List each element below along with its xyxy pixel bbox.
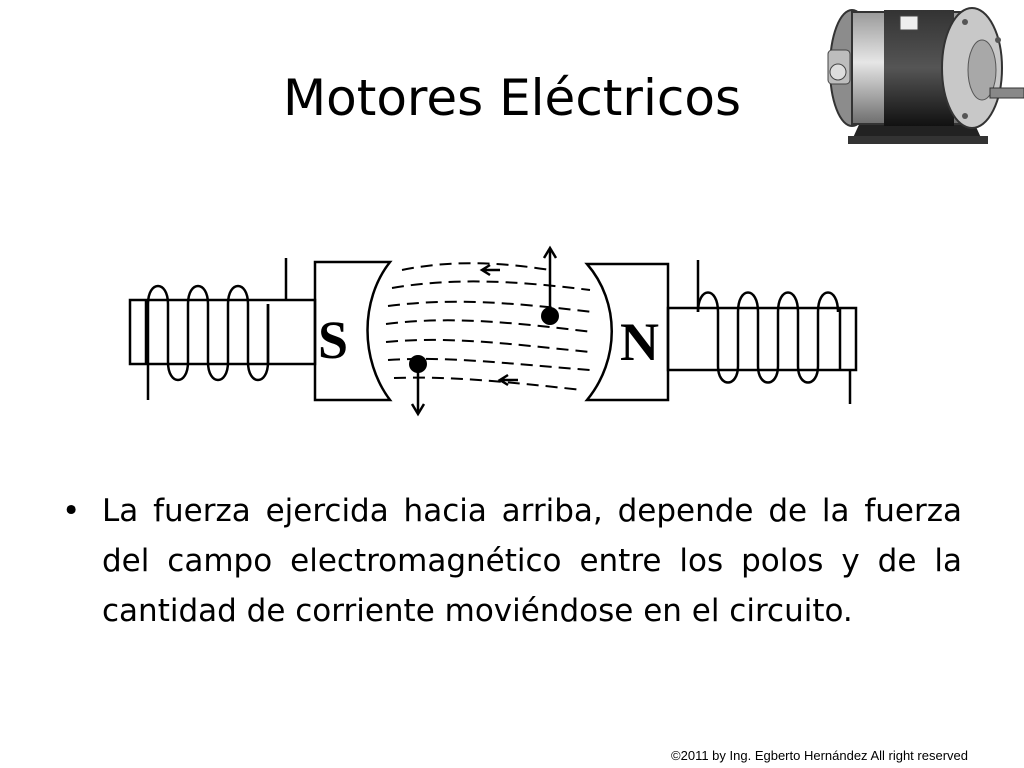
copyright-notice: ©2011 by Ing. Egberto Hernández All righ… <box>671 748 968 763</box>
south-pole-piece <box>313 260 393 402</box>
magnetic-field-diagram: S N <box>128 245 858 417</box>
bullet-list: • La fuerza ejercida hacia arriba, depen… <box>62 486 962 636</box>
electric-motor-photo <box>827 7 1024 144</box>
north-pole-piece <box>584 262 670 402</box>
conductor-top <box>541 307 559 325</box>
right-core <box>666 306 858 372</box>
conductor-bottom <box>409 355 427 373</box>
bullet-item-text: La fuerza ejercida hacia arriba, depende… <box>102 493 962 629</box>
left-core <box>128 298 317 366</box>
slide-title: Motores Eléctricos <box>282 69 741 127</box>
pole-label-n: N <box>620 312 659 372</box>
pole-label-s: S <box>318 310 348 370</box>
left-coil <box>146 284 270 382</box>
bullet-marker: • <box>62 493 81 529</box>
right-coil <box>696 291 840 384</box>
